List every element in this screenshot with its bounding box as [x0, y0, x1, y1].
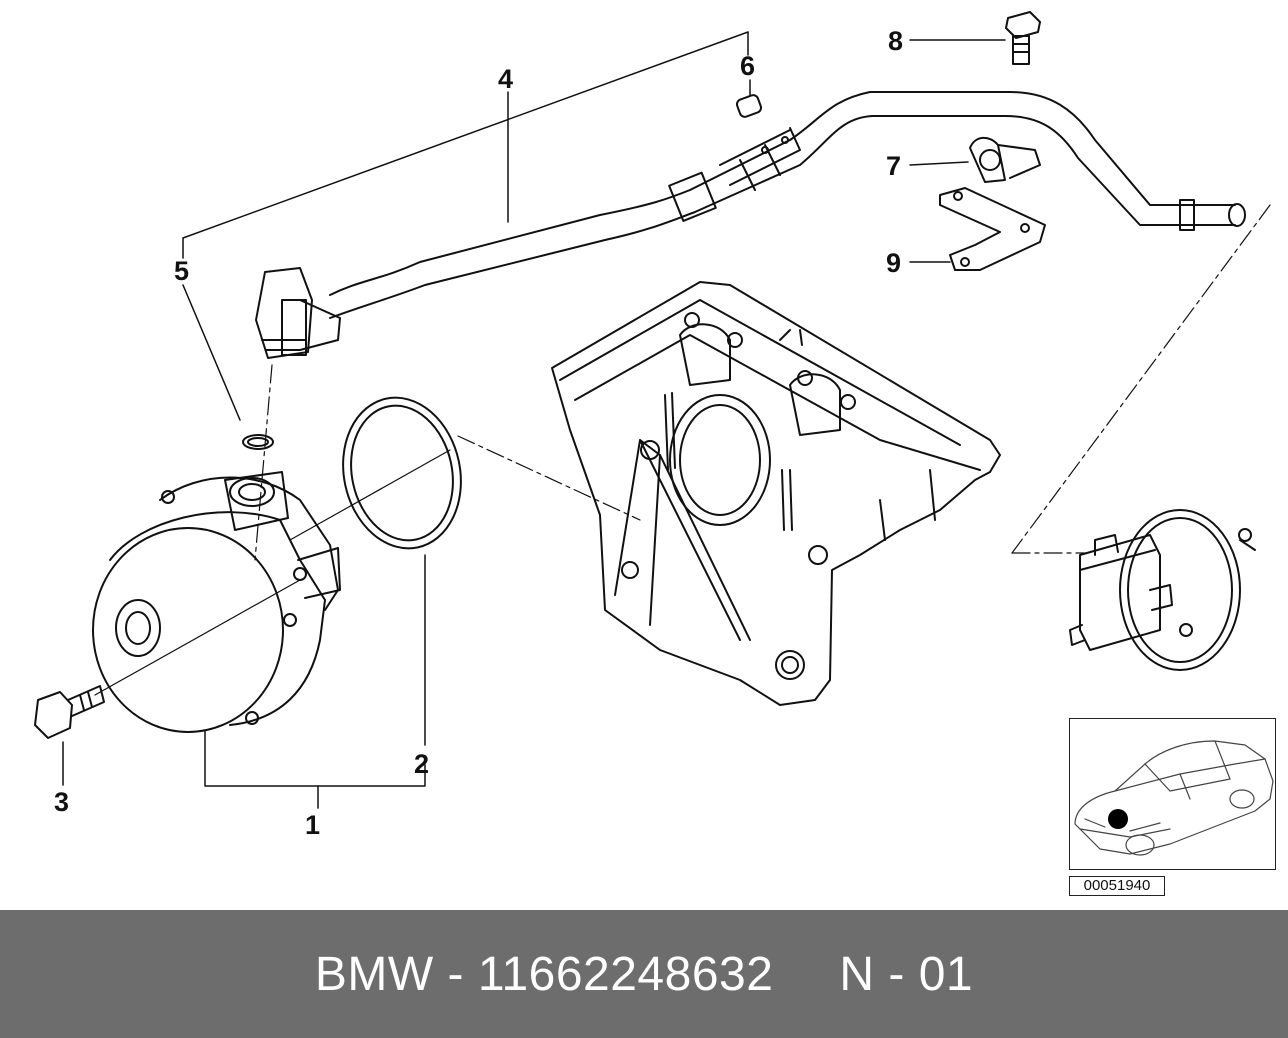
angle-connector: [255, 267, 341, 359]
callout-7: 7: [886, 151, 902, 181]
location-marker-icon: [1108, 809, 1128, 829]
gasket-part-2: [342, 396, 462, 550]
part-number-text: BMW - 11662248632: [314, 947, 774, 1001]
ring-part-5: [242, 434, 274, 450]
vehicle-locator-inset: [1069, 718, 1276, 870]
bolt-part-8: [1005, 11, 1041, 65]
parts-diagram: [34, 11, 1271, 809]
page-reference-text: N - 01: [839, 947, 974, 1001]
leader-lines: [62, 31, 1006, 809]
brake-booster: [1069, 509, 1256, 671]
vacuum-hose: [329, 91, 1246, 319]
diagram-reference-code: 00051940: [1069, 876, 1165, 896]
callout-4: 4: [498, 64, 514, 94]
callout-1-highlight: 1: [305, 810, 321, 840]
part-number-footer: BMW - 11662248632 N - 01: [0, 910, 1288, 1038]
bracket-part-9: [939, 187, 1046, 271]
callout-1: 1: [305, 812, 320, 839]
vacuum-pump-part-1: [92, 471, 341, 733]
car-outline-icon: [1074, 740, 1274, 856]
callout-5: 5: [174, 256, 190, 286]
cap-part-6: [735, 94, 763, 118]
clip-part-7: [969, 136, 1041, 183]
callout-6: 6: [740, 51, 756, 81]
callout-8: 8: [888, 26, 904, 56]
bolt-part-3: [34, 685, 105, 739]
callout-9: 9: [886, 248, 902, 278]
dashed-assembly-lines: [254, 204, 1271, 561]
engine-block: [551, 281, 1001, 706]
callout-2: 2: [414, 749, 430, 779]
callout-3: 3: [54, 787, 70, 817]
